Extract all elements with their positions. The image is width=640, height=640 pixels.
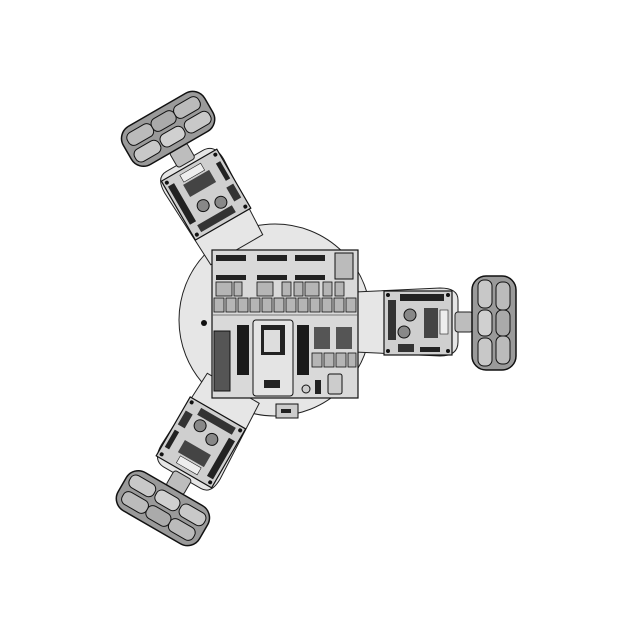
arm-right [354, 275, 517, 371]
power-switch-lever [281, 409, 291, 413]
main-board [211, 249, 359, 399]
mount-hole [201, 320, 207, 326]
